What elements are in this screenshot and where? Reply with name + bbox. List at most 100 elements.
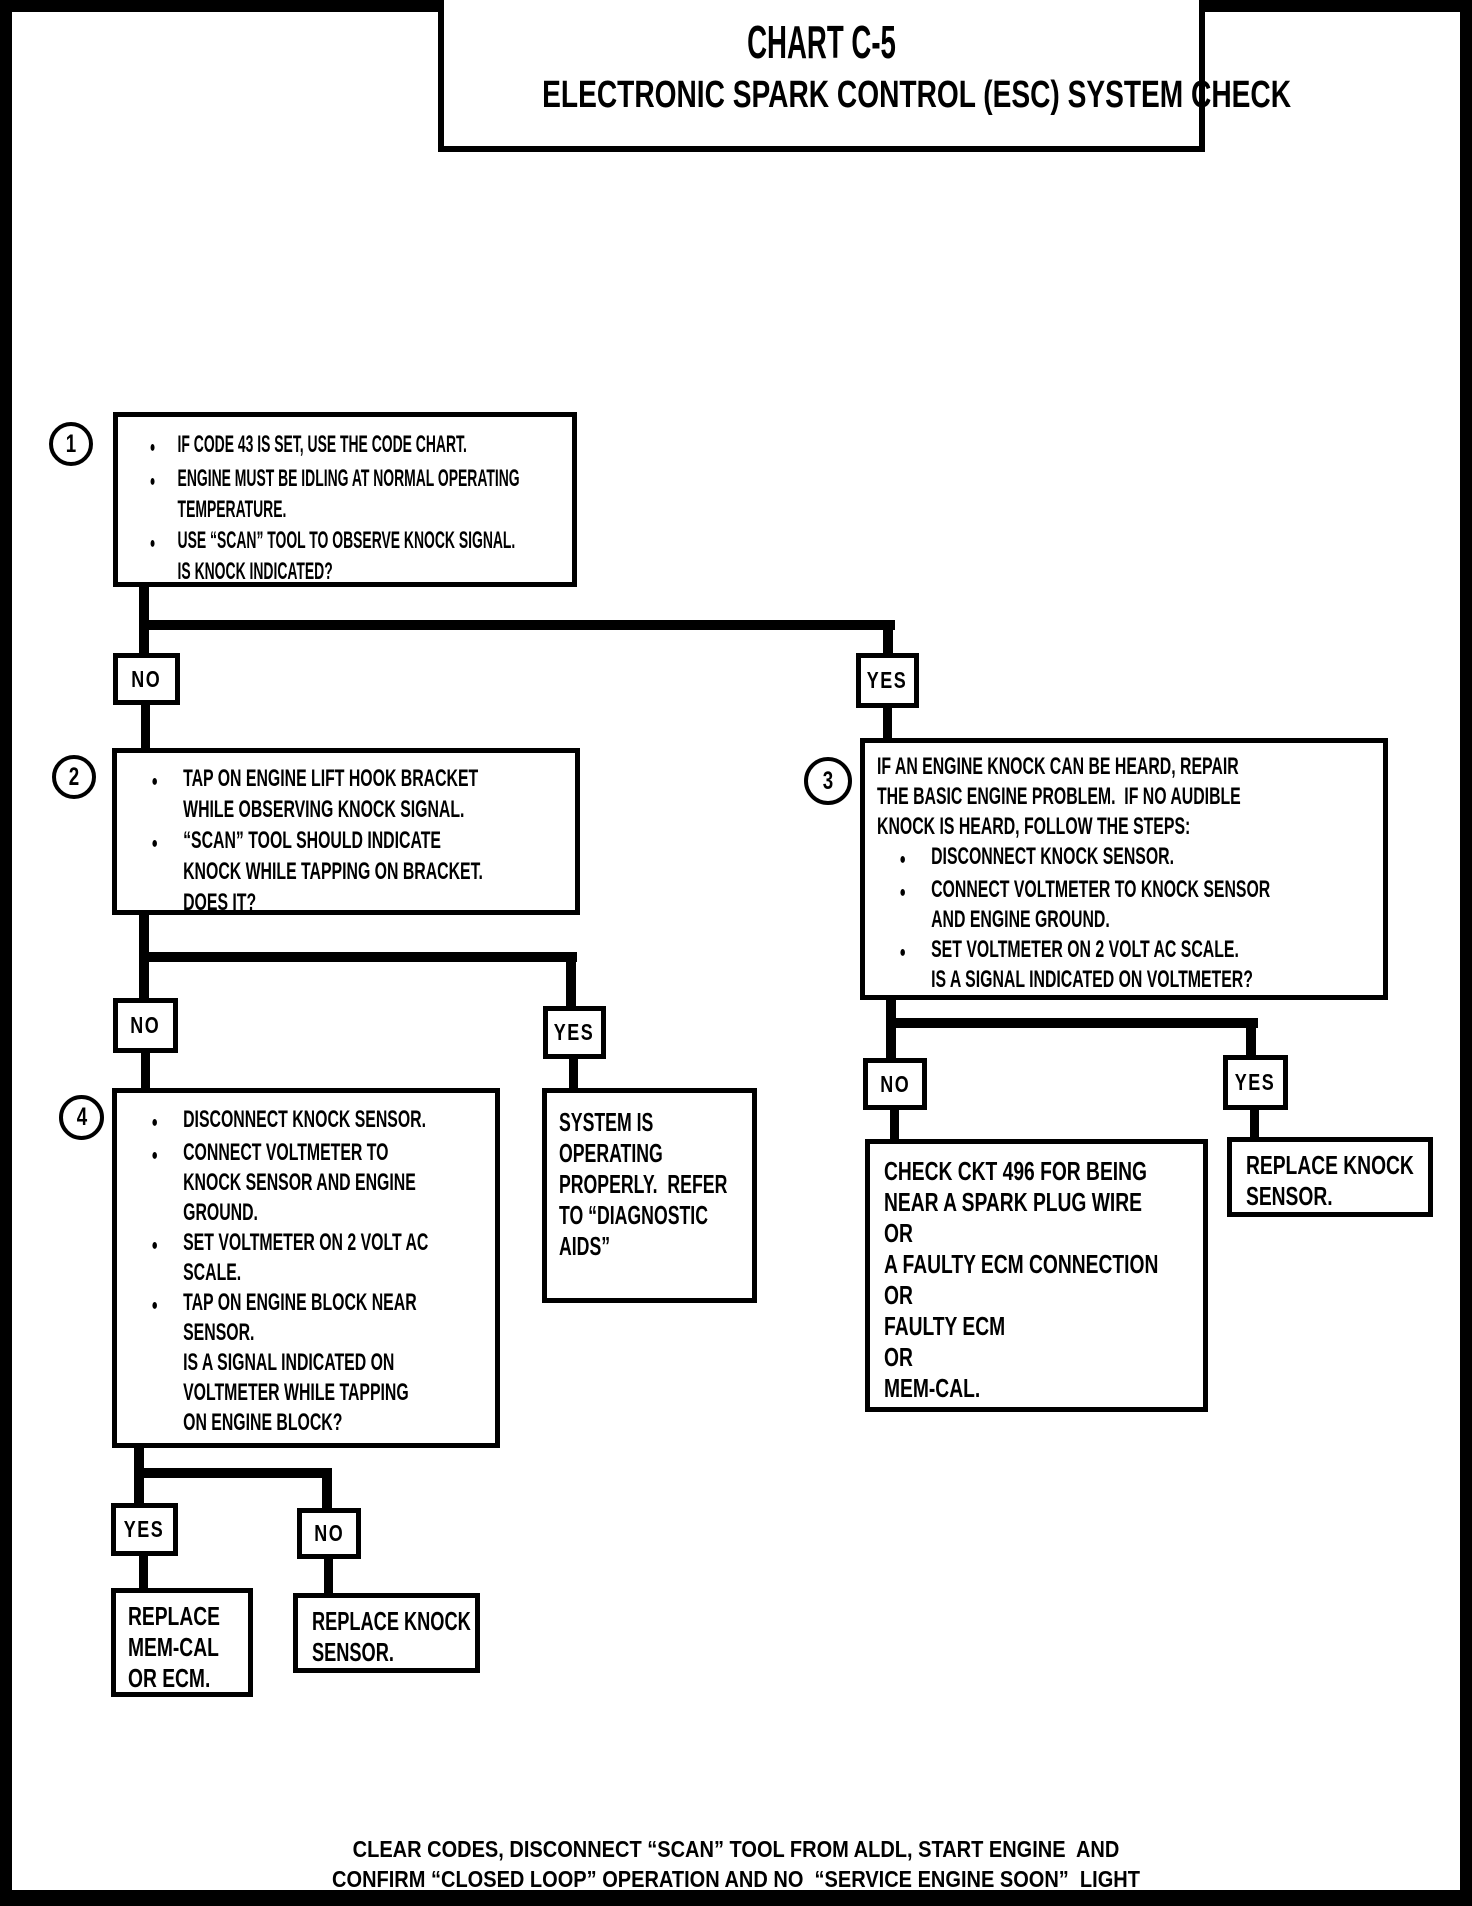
step1-number-badge: 1 [49, 422, 93, 466]
decision-label-text: YES [867, 667, 908, 693]
bullet-text: DISCONNECT KNOCK SENSOR. [183, 1106, 427, 1133]
replace-mem-cal-box: REPLACE MEM-CAL OR ECM. [111, 1588, 253, 1697]
bullet-text: SET VOLTMETER ON 2 VOLT AC SCALE. IS A S… [931, 936, 1253, 993]
bullet-icon [877, 842, 931, 875]
system-ok-text: SYSTEM IS OPERATING PROPERLY. REFER TO “… [559, 1107, 727, 1262]
connector-step4-branch [134, 1468, 332, 1478]
step3-box: IF AN ENGINE KNOCK CAN BE HEARD, REPAIR … [860, 738, 1388, 1000]
title-box: CHART C-5 ELECTRONIC SPARK CONTROL (ESC)… [438, 0, 1292, 152]
bullet-text: “SCAN” TOOL SHOULD INDICATE KNOCK WHILE … [183, 827, 483, 916]
connector-yes2-to-system-ok [569, 1059, 578, 1088]
decision-label-no-2: NO [113, 998, 178, 1053]
decision-label-no-4: NO [297, 1508, 361, 1559]
terminal-text: REPLACE MEM-CAL OR ECM. [128, 1601, 220, 1693]
bullet-text: CONNECT VOLTMETER TO KNOCK SENSOR AND EN… [931, 876, 1271, 933]
connector-step2-yes-stub [566, 956, 576, 1006]
terminal-text: SYSTEM IS OPERATING PROPERLY. REFER TO “… [559, 1107, 728, 1261]
decision-label-text: NO [313, 1520, 345, 1546]
connector-step1-branch [139, 620, 895, 630]
decision-label-text: YES [554, 1019, 595, 1045]
bullet-icon [129, 1105, 183, 1138]
decision-label-no-1: NO [113, 653, 180, 705]
bullet-icon [129, 825, 183, 859]
step4-number: 4 [76, 1103, 87, 1131]
step4-number-badge: 4 [59, 1095, 104, 1140]
decision-label-text: NO [879, 1070, 911, 1097]
connector-no1-to-step2 [141, 705, 150, 748]
bullet-icon [130, 429, 178, 463]
bullet-item: ENGINE MUST BE IDLING AT NORMAL OPERATIN… [130, 463, 520, 525]
page-title: CHART C-5 [747, 16, 896, 68]
bullet-icon [129, 1138, 183, 1171]
footer-line-1: CLEAR CODES, DISCONNECT “SCAN” TOOL FROM… [352, 1836, 1120, 1862]
bullet-icon [877, 875, 931, 908]
bullet-text: ENGINE MUST BE IDLING AT NORMAL OPERATIN… [177, 465, 520, 523]
step3-intro: IF AN ENGINE KNOCK CAN BE HEARD, REPAIR … [877, 753, 1241, 840]
bullet-text: USE “SCAN” TOOL TO OBSERVE KNOCK SIGNAL.… [177, 527, 516, 585]
decision-label-text: NO [130, 1012, 161, 1038]
decision-label-no-3: NO [863, 1058, 927, 1110]
check-ckt-496-box: CHECK CKT 496 FOR BEING NEAR A SPARK PLU… [865, 1139, 1208, 1412]
bullet-item: DISCONNECT KNOCK SENSOR. [129, 1105, 428, 1138]
step1-number: 1 [65, 429, 77, 458]
connector-step3-down [886, 1000, 896, 1058]
page-border-right [1460, 0, 1472, 1906]
bullet-text: IF CODE 43 IS SET, USE THE CODE CHART. [177, 431, 467, 458]
replace-knock-sensor-left-box: REPLACE KNOCK SENSOR. [293, 1593, 480, 1673]
connector-step3-yes-stub [1246, 1022, 1256, 1055]
step3-number-badge: 3 [804, 757, 852, 805]
connector-step3-branch [886, 1018, 1258, 1028]
bullet-text: TAP ON ENGINE LIFT HOOK BRACKET WHILE OB… [183, 765, 479, 823]
replace-mem-cal-text: REPLACE MEM-CAL OR ECM. [128, 1601, 220, 1694]
bullet-item: TAP ON ENGINE BLOCK NEAR SENSOR. IS A SI… [129, 1288, 428, 1438]
step1-content: IF CODE 43 IS SET, USE THE CODE CHART. E… [130, 429, 520, 587]
connector-step4-no-stub [322, 1472, 332, 1508]
bullet-icon [130, 525, 178, 559]
step2-content: TAP ON ENGINE LIFT HOOK BRACKET WHILE OB… [129, 763, 483, 918]
bullet-item: CONNECT VOLTMETER TO KNOCK SENSOR AND EN… [129, 1138, 428, 1228]
step2-number: 2 [68, 762, 80, 791]
decision-label-text: NO [131, 665, 162, 692]
terminal-text: REPLACE KNOCK SENSOR. [1246, 1150, 1414, 1211]
decision-label-text: YES [1235, 1069, 1276, 1095]
bullet-text: DISCONNECT KNOCK SENSOR. [931, 843, 1175, 870]
replace-knock-sensor-right-text: REPLACE KNOCK SENSOR. [1246, 1150, 1414, 1212]
bullet-item: IF CODE 43 IS SET, USE THE CODE CHART. [130, 429, 520, 463]
step3-content: IF AN ENGINE KNOCK CAN BE HEARD, REPAIR … [877, 752, 1270, 995]
bullet-icon [129, 1228, 183, 1261]
check-ckt-496-text: CHECK CKT 496 FOR BEING NEAR A SPARK PLU… [884, 1156, 1158, 1404]
bullet-text: TAP ON ENGINE BLOCK NEAR SENSOR. IS A SI… [183, 1289, 417, 1436]
step4-content: DISCONNECT KNOCK SENSOR. CONNECT VOLTMET… [129, 1105, 428, 1438]
bullet-item: “SCAN” TOOL SHOULD INDICATE KNOCK WHILE … [129, 825, 483, 918]
connector-step1-yes-stub [883, 624, 893, 653]
terminal-text: REPLACE KNOCK SENSOR. [312, 1606, 471, 1667]
connector-yes1-to-step3 [883, 708, 892, 738]
bullet-item: USE “SCAN” TOOL TO OBSERVE KNOCK SIGNAL.… [130, 525, 520, 587]
page-subtitle: ELECTRONIC SPARK CONTROL (ESC) SYSTEM CH… [542, 74, 1292, 116]
bullet-item: TAP ON ENGINE LIFT HOOK BRACKET WHILE OB… [129, 763, 483, 825]
replace-knock-sensor-right-box: REPLACE KNOCK SENSOR. [1227, 1137, 1433, 1217]
terminal-text: CHECK CKT 496 FOR BEING NEAR A SPARK PLU… [884, 1156, 1159, 1403]
page-border-bottom [0, 1890, 1472, 1906]
connector-step2-branch [139, 952, 577, 962]
connector-no4-to-replace-knock [324, 1559, 333, 1593]
system-ok-box: SYSTEM IS OPERATING PROPERLY. REFER TO “… [542, 1088, 757, 1303]
decision-label-yes-3: YES [1223, 1055, 1288, 1110]
bullet-item: CONNECT VOLTMETER TO KNOCK SENSOR AND EN… [877, 875, 1270, 935]
bullet-item: SET VOLTMETER ON 2 VOLT AC SCALE. [129, 1228, 428, 1288]
decision-label-yes-1: YES [856, 653, 919, 708]
decision-label-text: YES [124, 1516, 165, 1542]
bullet-icon [129, 763, 183, 797]
page-border-left [0, 0, 12, 1906]
decision-label-yes-2: YES [543, 1006, 606, 1059]
bullet-text: SET VOLTMETER ON 2 VOLT AC SCALE. [183, 1229, 429, 1286]
bullet-text: CONNECT VOLTMETER TO KNOCK SENSOR AND EN… [183, 1139, 416, 1226]
connector-no2-to-step4 [141, 1053, 150, 1088]
step4-box: DISCONNECT KNOCK SENSOR. CONNECT VOLTMET… [112, 1088, 500, 1448]
bullet-icon [130, 463, 178, 497]
bullet-item: DISCONNECT KNOCK SENSOR. [877, 842, 1270, 875]
bullet-item: SET VOLTMETER ON 2 VOLT AC SCALE. IS A S… [877, 935, 1270, 995]
connector-no3-to-check-ckt [890, 1110, 899, 1139]
step2-box: TAP ON ENGINE LIFT HOOK BRACKET WHILE OB… [112, 748, 580, 918]
